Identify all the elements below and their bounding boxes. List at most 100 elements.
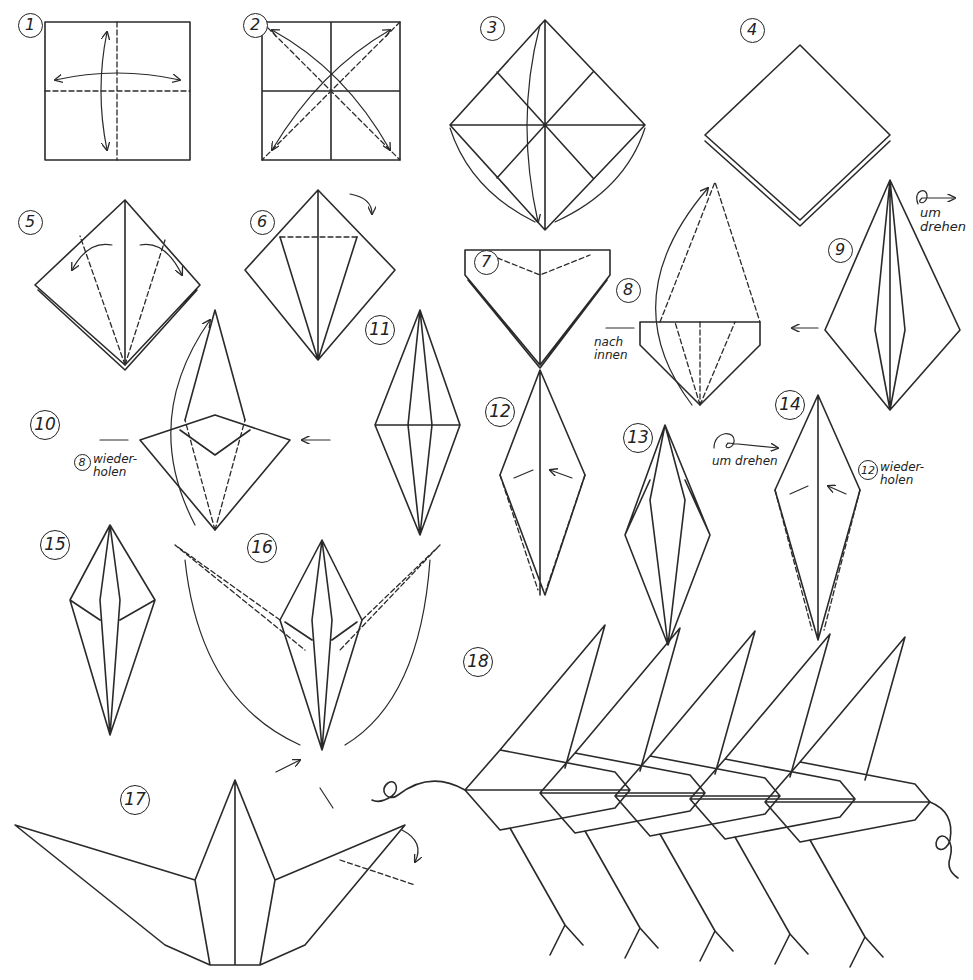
step-number: 8 — [623, 282, 633, 298]
step-8-figure — [606, 182, 818, 405]
step-number: 12 — [861, 465, 875, 476]
fold-line — [465, 250, 610, 368]
step-18-figure — [372, 625, 958, 967]
fold-line — [775, 395, 860, 640]
fold-arrow — [55, 73, 180, 80]
instruction-note: um drehen — [920, 206, 966, 235]
fold-line — [262, 22, 400, 160]
fold-line — [175, 545, 440, 650]
fold-arrow — [656, 188, 708, 405]
step-number: 16 — [251, 539, 273, 556]
fold-line — [35, 200, 200, 370]
fold-line — [280, 540, 362, 750]
step-number-circle: 14 — [775, 390, 806, 421]
fold-line — [490, 255, 590, 275]
step-number: 9 — [835, 242, 845, 258]
step-5-figure — [35, 200, 200, 370]
step-number: 7 — [481, 254, 491, 270]
fold-line — [262, 22, 400, 160]
fold-arrow — [101, 32, 107, 150]
fold-arrow — [790, 486, 846, 494]
step-number: 8 — [79, 457, 86, 468]
step-10-figure — [100, 310, 330, 530]
step-11-figure — [375, 310, 460, 535]
step-number-circle: 2 — [243, 13, 268, 38]
step-number-circle: 16 — [247, 533, 278, 564]
fold-line — [625, 425, 710, 645]
step-number-circle: 9 — [828, 238, 853, 263]
step-3-figure — [450, 20, 645, 230]
step-number: 18 — [467, 653, 489, 670]
fold-line — [70, 525, 155, 735]
step-number-circle: 10 — [30, 410, 61, 441]
fold-line — [375, 310, 460, 535]
step-number-circle: 5 — [18, 210, 43, 235]
fold-line — [280, 236, 357, 237]
fold-line — [245, 190, 395, 360]
turn-over-arrow — [917, 191, 955, 204]
step-reference-circle: 12 — [858, 460, 878, 480]
step-number-circle: 17 — [120, 785, 151, 816]
step-number-circle: 6 — [250, 210, 275, 235]
step-16-figure — [175, 540, 440, 772]
fold-line — [450, 20, 645, 230]
step-number-circle: 15 — [40, 530, 71, 561]
step-number: 2 — [250, 17, 260, 33]
step-number: 6 — [257, 214, 267, 230]
step-13-figure — [625, 425, 710, 645]
fold-line — [660, 182, 760, 405]
step-number: 15 — [44, 536, 66, 553]
fold-line — [775, 490, 860, 630]
fold-arrow — [514, 470, 572, 478]
step-reference-circle: 8 — [74, 454, 91, 471]
instruction-note: wieder- holen — [93, 453, 137, 479]
fold-line — [15, 780, 405, 965]
step-number-circle: 3 — [480, 16, 505, 41]
step-number: 1 — [25, 17, 35, 33]
step-number-circle: 1 — [18, 13, 43, 38]
fold-line — [705, 45, 890, 226]
step-number: 10 — [34, 416, 56, 433]
step-13-14-turn — [714, 434, 778, 448]
step-number-circle: 8 — [616, 278, 641, 303]
step-17-figure — [15, 780, 418, 965]
step-number-circle: 18 — [463, 647, 494, 678]
push-arrow — [100, 439, 330, 440]
fold-arrow — [320, 788, 418, 862]
step-number-circle: 11 — [365, 315, 396, 346]
fold-arrow — [171, 320, 210, 525]
step-number: 3 — [487, 20, 497, 36]
step-14-figure — [775, 395, 860, 640]
fold-arrow — [350, 194, 372, 214]
fold-arrow — [185, 560, 430, 772]
step-number: 13 — [627, 429, 649, 446]
step-number: 4 — [747, 22, 757, 38]
fold-line — [140, 310, 290, 530]
fold-arrow — [272, 30, 390, 150]
antenna-thread — [372, 781, 465, 801]
step-number-circle: 13 — [623, 423, 654, 454]
instruction-note: wieder- holen — [880, 461, 924, 487]
fold-arrow — [272, 30, 390, 150]
step-number-circle: 12 — [485, 397, 516, 428]
step-6-figure — [245, 190, 395, 360]
push-arrow — [606, 327, 818, 328]
step-2-figure — [262, 22, 400, 160]
fold-line — [45, 22, 190, 160]
fold-arrow — [450, 25, 645, 222]
fold-arrow — [72, 244, 182, 275]
tail-thread — [930, 802, 958, 878]
fold-line — [80, 236, 165, 365]
instruction-note: nach innen — [594, 336, 628, 362]
fold-line — [185, 420, 245, 530]
step-number: 17 — [124, 791, 146, 808]
step-number: 11 — [369, 321, 391, 338]
step-number: 14 — [779, 396, 801, 413]
fold-line — [340, 860, 415, 885]
step-number: 12 — [489, 403, 511, 420]
step-4-figure — [705, 45, 890, 226]
step-7-figure — [465, 250, 610, 368]
